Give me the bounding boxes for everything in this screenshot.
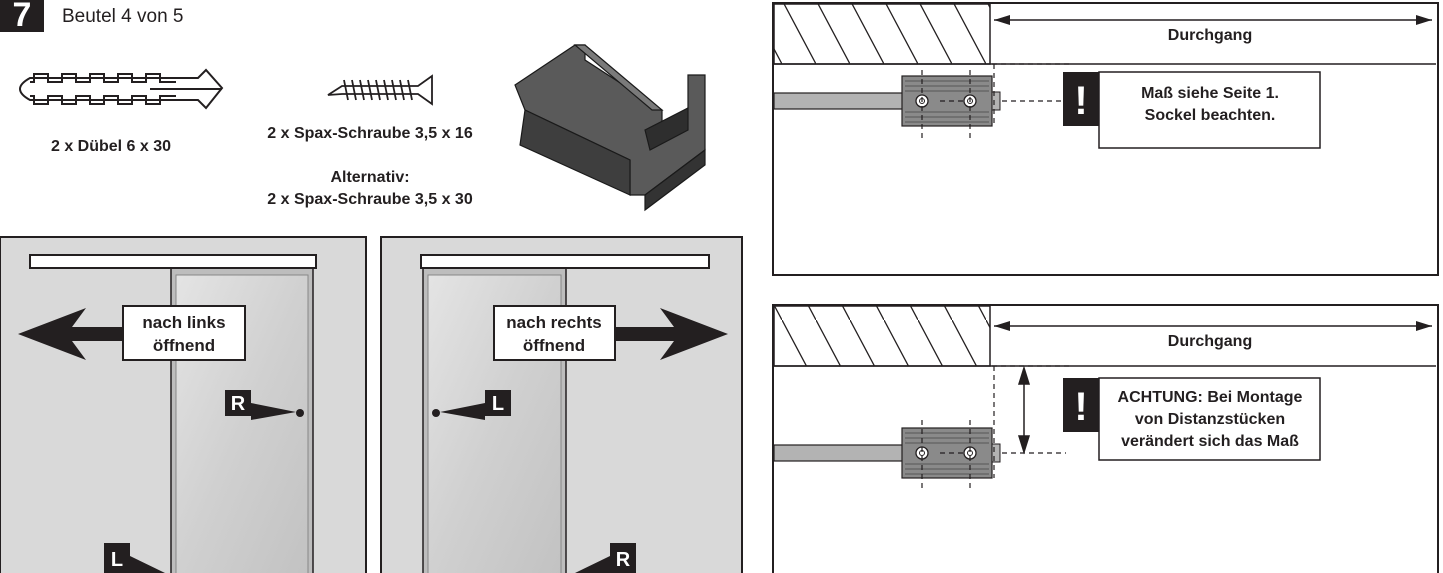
screw-label: 2 x Spax-Schraube 3,5 x 16: [267, 125, 473, 142]
screw-part-icon: [327, 74, 433, 106]
door-panel-right-opening: nach rechts öffnend L R: [380, 236, 743, 573]
note-top-line1: Maß siehe Seite 1.: [1141, 85, 1279, 102]
bag-label: Beutel 4 von 5: [62, 6, 184, 27]
passage-label-bottom: Durchgang: [1168, 333, 1252, 350]
arrow-right-icon: [615, 308, 728, 360]
marker-l-right-door: L: [432, 390, 511, 420]
left-opening-line1: nach links: [142, 313, 225, 332]
note-bottom-line3: verändert sich das Maß: [1121, 433, 1299, 450]
rail-bar-top: [773, 92, 905, 110]
warning-mark-top: !: [1074, 79, 1087, 123]
warning-icon-bottom: [1063, 378, 1099, 432]
rail-bar-bottom: [773, 444, 905, 462]
alternative-screw-label: 2 x Spax-Schraube 3,5 x 30: [267, 191, 473, 208]
marker-l-left-door: L: [104, 543, 165, 573]
dowel-label: 2 x Dübel 6 x 30: [51, 138, 171, 155]
door-panel-left-opening: nach links öffnend R L: [0, 236, 367, 573]
marker-r-left-text: R: [231, 393, 246, 415]
note-bottom-line2: von Distanzstücken: [1135, 411, 1285, 428]
spacer-dimension-arrow: [1017, 365, 1031, 455]
detail-box-bottom: Durchgang: [772, 304, 1439, 573]
note-bottom-line1: ACHTUNG: Bei Montage: [1118, 389, 1303, 406]
slider-block-top: [901, 75, 1001, 127]
detail-box-top: Durchgang ! Maß siehe: [772, 2, 1439, 276]
marker-l-right-text: L: [492, 393, 504, 415]
arrow-left-icon: [18, 308, 130, 360]
marker-l-left-text: L: [111, 549, 123, 571]
left-opening-line2: öffnend: [153, 336, 215, 355]
marker-r-left-door: R: [225, 390, 304, 420]
note-top-line2: Sockel beachten.: [1145, 107, 1276, 124]
alternative-heading: Alternativ:: [330, 169, 409, 186]
right-opening-line2: öffnend: [523, 336, 585, 355]
warning-icon-top: [1063, 72, 1099, 126]
dowel-part-icon: [19, 68, 224, 110]
slider-block-bottom: [901, 427, 1001, 479]
u-profile-part-icon: [514, 44, 706, 212]
right-opening-line1: nach rechts: [506, 313, 601, 332]
marker-r-right-door: R: [575, 543, 636, 573]
step-number-badge: 7: [0, 0, 44, 32]
marker-r-right-text: R: [616, 549, 631, 571]
passage-label-top: Durchgang: [1168, 27, 1252, 44]
warning-mark-bottom: !: [1074, 385, 1087, 429]
